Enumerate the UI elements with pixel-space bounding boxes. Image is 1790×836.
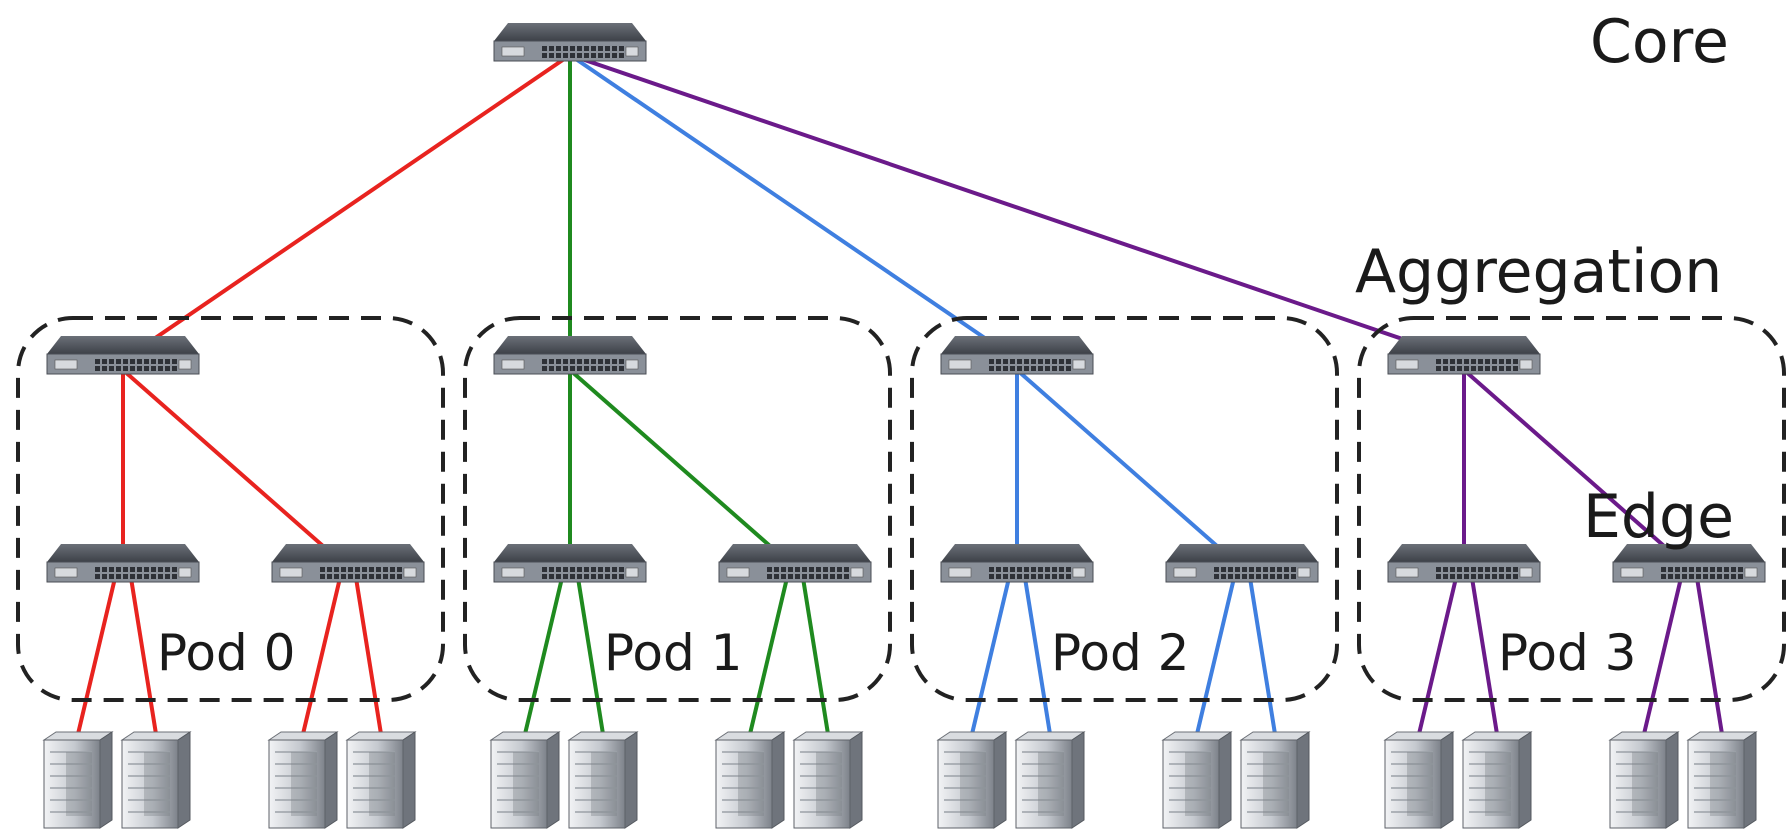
- edge-server-link: [76, 577, 117, 735]
- edge-server-link: [523, 577, 564, 735]
- server-tower-icon: [567, 731, 639, 829]
- server-tower-icon: [489, 731, 561, 829]
- network-switch-icon: [718, 544, 872, 583]
- links-layer: [76, 53, 1724, 735]
- server-tower-icon: [1461, 731, 1533, 829]
- pod-label: Pod 1: [604, 624, 742, 682]
- network-switch-icon: [46, 544, 200, 583]
- pod-boundary: [16, 316, 445, 702]
- server-tower-icon: [1686, 731, 1758, 829]
- edge-server-link: [970, 577, 1011, 735]
- pod-label: Pod 3: [1498, 624, 1636, 682]
- network-switch-icon: [940, 336, 1094, 375]
- network-switch-icon: [46, 336, 200, 375]
- edge-server-link: [1417, 577, 1458, 735]
- server-tower-icon: [1161, 731, 1233, 829]
- server-tower-icon: [1608, 731, 1680, 829]
- core-aggregation-link: [569, 53, 1465, 362]
- edge-server-link: [801, 577, 830, 735]
- pod-boundary: [1357, 316, 1786, 702]
- edge-server-link: [576, 577, 605, 735]
- aggregation-edge-link: [121, 368, 350, 570]
- server-tower-icon: [1239, 731, 1311, 829]
- network-switch-icon: [1165, 544, 1319, 583]
- edge-server-link: [1642, 577, 1683, 735]
- edge-server-link: [129, 577, 158, 735]
- edge-server-link: [354, 577, 383, 735]
- network-switch-icon: [493, 544, 647, 583]
- aggregation-label: Aggregation: [1355, 237, 1722, 307]
- pod-labels-layer: Pod 0 Pod 1 Pod 2 Pod 3: [157, 624, 1636, 682]
- edge-server-link: [1195, 577, 1236, 735]
- edge-server-link: [301, 577, 342, 735]
- network-switch-icon: [271, 544, 425, 583]
- server-tower-icon: [1383, 731, 1455, 829]
- server-tower-icon: [1014, 731, 1086, 829]
- network-switch-icon: [1612, 544, 1766, 583]
- server-tower-icon: [345, 731, 417, 829]
- devices-layer: [42, 23, 1766, 829]
- pods-layer: [16, 316, 1786, 702]
- server-tower-icon: [42, 731, 114, 829]
- edge-server-link: [1470, 577, 1499, 735]
- pod-label: Pod 0: [157, 624, 295, 682]
- server-tower-icon: [267, 731, 339, 829]
- core-label: Core: [1590, 7, 1729, 77]
- network-switch-icon: [940, 544, 1094, 583]
- network-switch-icon: [1387, 544, 1541, 583]
- edge-label: Edge: [1583, 482, 1734, 552]
- network-switch-icon: [493, 336, 647, 375]
- pod-label: Pod 2: [1051, 624, 1189, 682]
- network-switch-icon: [493, 23, 647, 62]
- network-switch-icon: [1387, 336, 1541, 375]
- edge-server-link: [748, 577, 789, 735]
- edge-server-link: [1248, 577, 1277, 735]
- aggregation-edge-link: [568, 368, 797, 570]
- server-tower-icon: [792, 731, 864, 829]
- core-aggregation-link: [568, 53, 1019, 362]
- pod-boundary: [910, 316, 1339, 702]
- pod-boundary: [463, 316, 892, 702]
- edge-server-link: [1695, 577, 1724, 735]
- edge-server-link: [1023, 577, 1052, 735]
- server-tower-icon: [714, 731, 786, 829]
- aggregation-edge-link: [1015, 368, 1244, 570]
- server-tower-icon: [120, 731, 192, 829]
- core-aggregation-link: [121, 53, 572, 362]
- server-tower-icon: [936, 731, 1008, 829]
- aggregation-edge-link: [1462, 368, 1691, 570]
